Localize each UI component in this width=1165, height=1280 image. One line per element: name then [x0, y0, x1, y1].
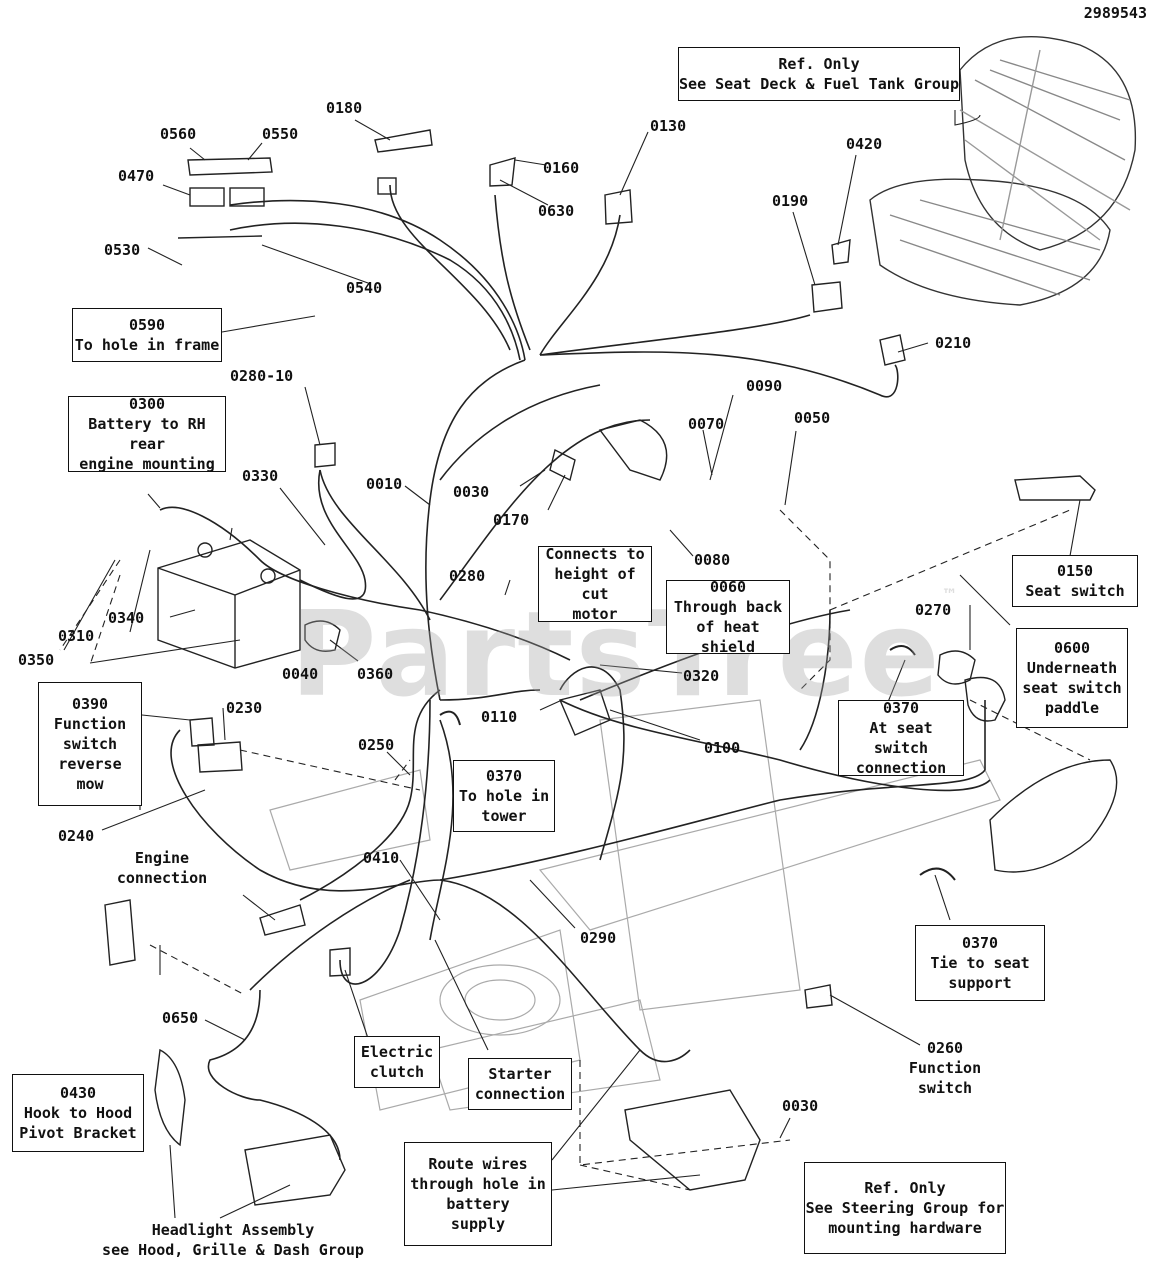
part-label-0410: 0410	[363, 849, 400, 867]
part-label-0550: 0550	[262, 125, 299, 143]
part-label-0130: 0130	[650, 117, 687, 135]
part-label-0320: 0320	[683, 667, 720, 685]
part-label-0270: 0270	[915, 601, 952, 619]
document-number: 2989543	[1083, 4, 1147, 22]
part-label-0040: 0040	[282, 665, 319, 683]
part-label-0080: 0080	[694, 551, 731, 569]
part-label-0560: 0560	[160, 125, 197, 143]
part-label-0180: 0180	[326, 99, 363, 117]
part-label-0540: 0540	[346, 279, 383, 297]
part-label-0030-top: 0030	[453, 483, 490, 501]
part-label-0160: 0160	[543, 159, 580, 177]
part-label-0070: 0070	[688, 415, 725, 433]
part-label-0290: 0290	[580, 929, 617, 947]
part-label-0110: 0110	[481, 708, 518, 726]
part-label-0030-bottom: 0030	[782, 1097, 819, 1115]
battery-drawing	[157, 539, 301, 669]
part-label-0420: 0420	[846, 135, 883, 153]
part-label-0650: 0650	[162, 1009, 199, 1027]
dashed-lines	[59, 509, 1091, 1191]
part-label-0100: 0100	[704, 739, 741, 757]
seat-drawing	[869, 35, 1137, 306]
part-label-0010: 0010	[366, 475, 403, 493]
part-label-0350: 0350	[18, 651, 55, 669]
part-label-0280: 0280	[449, 567, 486, 585]
part-label-0210: 0210	[935, 334, 972, 352]
part-label-0470: 0470	[118, 167, 155, 185]
part-label-0240: 0240	[58, 827, 95, 845]
part-label-0050: 0050	[794, 409, 831, 427]
part-label-0250: 0250	[358, 736, 395, 754]
part-label-0190: 0190	[772, 192, 809, 210]
part-label-0230: 0230	[226, 699, 263, 717]
part-label-0630: 0630	[538, 202, 575, 220]
part-label-0340: 0340	[108, 609, 145, 627]
part-label-0360: 0360	[357, 665, 394, 683]
harness-wires	[159, 184, 991, 1161]
part-label-0280-10: 0280-10	[230, 367, 294, 385]
part-label-0310: 0310	[58, 627, 95, 645]
part-label-0330: 0330	[242, 467, 279, 485]
part-label-0530: 0530	[104, 241, 141, 259]
part-label-0170: 0170	[493, 511, 530, 529]
part-label-0090: 0090	[746, 377, 783, 395]
